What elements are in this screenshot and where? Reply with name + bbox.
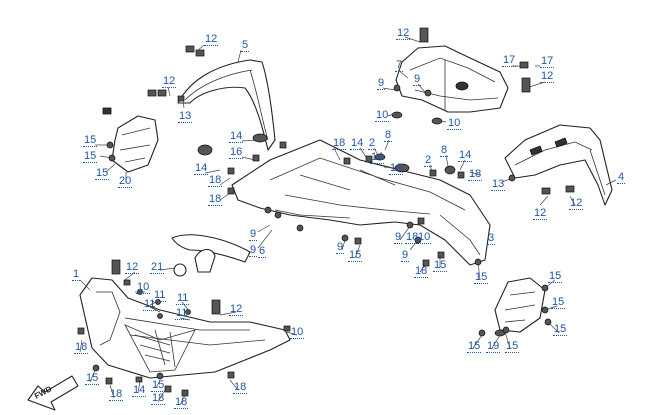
- callout-12-r: 12: [396, 27, 411, 40]
- callout-15-k: 15: [505, 340, 520, 353]
- front-fascia-part-1: [79, 277, 291, 379]
- callout-5: 5: [241, 39, 250, 52]
- callout-9-f: 9: [394, 231, 403, 244]
- callout-16-b: 16: [389, 162, 404, 175]
- callout-9-b: 9: [413, 73, 422, 86]
- bracket-part-20: [102, 107, 159, 173]
- callout-12-b: 12: [540, 70, 555, 83]
- dash-cover-part-7: [395, 45, 509, 113]
- callout-12-a: 12: [162, 75, 177, 88]
- callout-15-l: 15: [85, 372, 100, 385]
- callout-3: 3: [487, 232, 496, 245]
- callout-14-e: 14: [458, 149, 473, 162]
- callout-15-g: 15: [548, 270, 563, 283]
- callout-10-b: 10: [447, 117, 462, 130]
- callout-9-c: 9: [249, 228, 258, 241]
- callout-18-e: 18: [405, 231, 420, 244]
- callout-14-d: 14: [370, 151, 385, 164]
- callout-12-d: 12: [569, 197, 584, 210]
- callout-11-b: 11: [176, 292, 190, 305]
- callout-15-h: 15: [551, 296, 566, 309]
- callout-15-e: 15: [433, 259, 448, 272]
- callout-9-g: 9: [401, 249, 410, 262]
- callout-18-i: 18: [151, 392, 166, 405]
- callout-7: 7: [395, 59, 404, 72]
- callout-18-f: 18: [414, 265, 429, 278]
- callout-18-h: 18: [109, 388, 124, 401]
- callout-14-c: 14: [350, 137, 365, 150]
- callout-2-b: 2: [424, 154, 433, 167]
- callout-18-c: 18: [332, 137, 347, 150]
- callout-17-a: 17: [502, 54, 517, 67]
- callout-10-c: 10: [417, 231, 432, 244]
- callout-8-a: 8: [384, 129, 393, 142]
- callout-12-f: 12: [229, 303, 244, 316]
- callout-1: 1: [72, 268, 81, 281]
- callout-4: 4: [617, 171, 626, 184]
- callout-8-b: 8: [440, 144, 449, 157]
- rear-left-fender-part-5: [177, 59, 276, 151]
- callout-18-a: 18: [208, 174, 223, 187]
- callout-18-d: 18: [468, 168, 483, 181]
- callout-15-i: 15: [553, 323, 568, 336]
- callout-10-d: 10: [136, 281, 151, 294]
- callout-18-j: 18: [233, 381, 248, 394]
- callout-9-d: 9: [249, 244, 258, 257]
- callout-2-a: 2: [368, 137, 377, 150]
- callout-11-a: 11: [153, 289, 167, 302]
- callout-12-e: 12: [125, 261, 140, 274]
- callout-19: 19: [486, 340, 501, 353]
- callout-15-a: 15: [83, 134, 98, 147]
- callout-15-d: 15: [348, 249, 363, 262]
- callout-15-b: 15: [83, 150, 98, 163]
- callout-12-top: 12: [204, 33, 219, 46]
- callout-18-b: 18: [208, 193, 223, 206]
- callout-15-f: 15: [474, 271, 489, 284]
- callout-14-a: 14: [229, 130, 244, 143]
- callout-18-g: 18: [74, 341, 89, 354]
- callout-10-e: 10: [290, 326, 305, 339]
- callout-16-a: 16: [229, 146, 244, 159]
- callout-9-e: 9: [336, 241, 345, 254]
- callout-21: 21: [150, 261, 165, 274]
- callout-15-m: 15: [151, 379, 166, 392]
- callout-13-a: 13: [178, 110, 193, 123]
- callout-10-a: 10: [375, 109, 390, 122]
- handlebar-cover-part-6: [171, 234, 251, 277]
- right-fender-part-4: [504, 124, 613, 206]
- callout-6: 6: [258, 245, 267, 258]
- fwd-arrow: [27, 375, 79, 411]
- bracket-part-19: [494, 277, 546, 333]
- callout-15-c: 15: [95, 167, 110, 180]
- callout-13-b: 13: [491, 178, 506, 191]
- main-body-part-3: [231, 139, 491, 266]
- callout-11-c: 11: [143, 298, 157, 311]
- callout-17-b: 17: [540, 55, 555, 68]
- callout-20: 20: [118, 175, 133, 188]
- callout-12-c: 12: [533, 207, 548, 220]
- callout-14-f: 14: [132, 384, 147, 397]
- callout-11-d: 11: [175, 307, 189, 320]
- callout-9-a: 9: [377, 77, 386, 90]
- callout-18-k: 18: [174, 396, 189, 409]
- callout-14-b: 14: [194, 162, 209, 175]
- callout-15-j: 15: [467, 340, 482, 353]
